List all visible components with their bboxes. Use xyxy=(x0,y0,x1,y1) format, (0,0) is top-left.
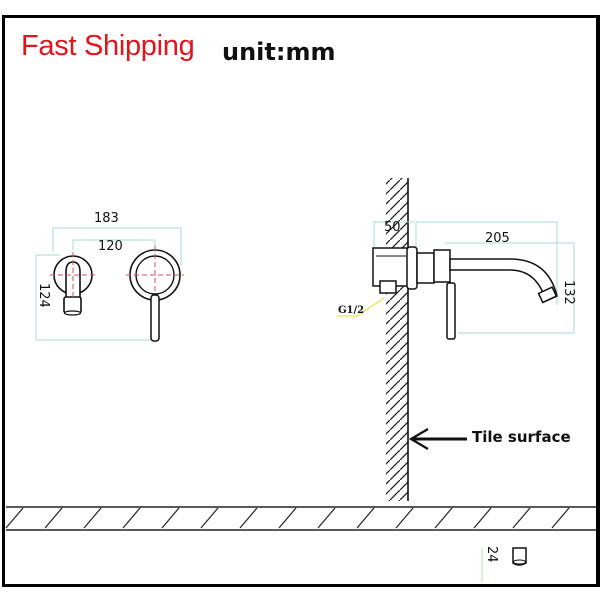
dim-wall-depth: 50 xyxy=(384,220,401,235)
tile-surface-arrow xyxy=(408,428,467,450)
dim-overall-width: 183 xyxy=(94,211,119,226)
front-view: 183 120 124 xyxy=(35,211,184,342)
dim-height: 124 xyxy=(36,283,51,308)
dim-center-distance: 120 xyxy=(98,239,123,254)
promo-text: Fast Shipping xyxy=(21,30,195,62)
floor-section xyxy=(5,506,596,531)
dim-spout-height: 132 xyxy=(561,280,576,305)
thread-label: G1/2 xyxy=(338,305,364,316)
bottom-partial-view: 24 xyxy=(481,546,527,582)
side-view: G1/2 50 205 132 xyxy=(337,220,576,450)
unit-label: unit:mm xyxy=(222,38,336,66)
dim-partial: 24 xyxy=(484,546,499,563)
drawing-frame xyxy=(2,15,600,587)
dim-spout-reach: 205 xyxy=(485,231,510,246)
tile-surface-label: Tile surface xyxy=(472,428,571,446)
